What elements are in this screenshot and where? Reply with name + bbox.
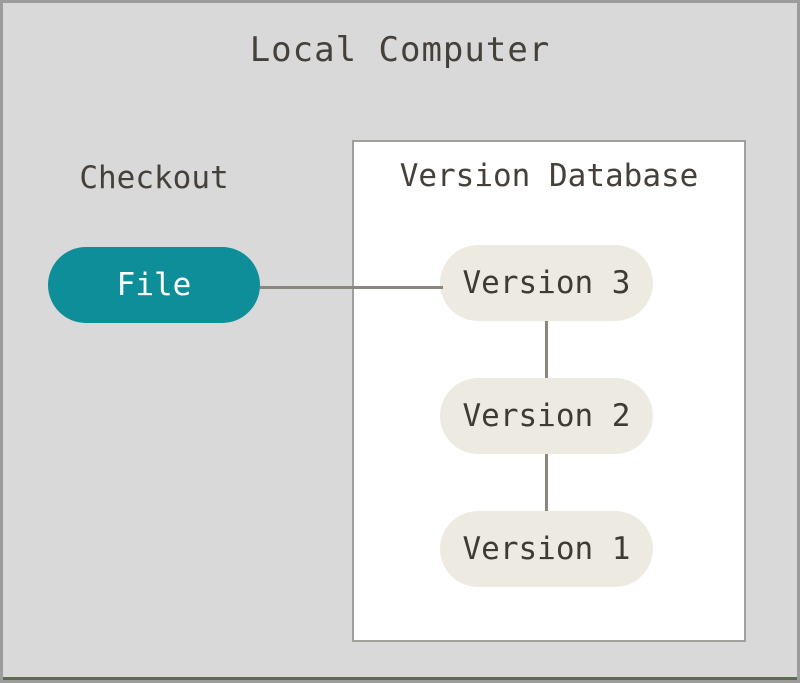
file-node: File: [48, 247, 260, 323]
bottom-edge-strip: [0, 677, 800, 683]
version-2-label: Version 2: [463, 398, 631, 434]
checkout-label: Checkout: [48, 160, 260, 196]
version-1-label: Version 1: [463, 531, 631, 567]
version-2-node: Version 2: [440, 378, 653, 454]
version-database-box: Version Database Version 3 Version 2 Ver…: [352, 140, 746, 642]
file-node-label: File: [117, 267, 192, 303]
version-3-node: Version 3: [440, 245, 653, 321]
version-1-node: Version 1: [440, 511, 653, 587]
version-database-title: Version Database: [354, 158, 744, 194]
version3-version2-connector: [545, 321, 548, 378]
diagram-title: Local Computer: [3, 30, 797, 70]
version-3-label: Version 3: [463, 265, 631, 301]
version2-version1-connector: [545, 454, 548, 511]
file-to-version3-connector: [260, 286, 443, 289]
